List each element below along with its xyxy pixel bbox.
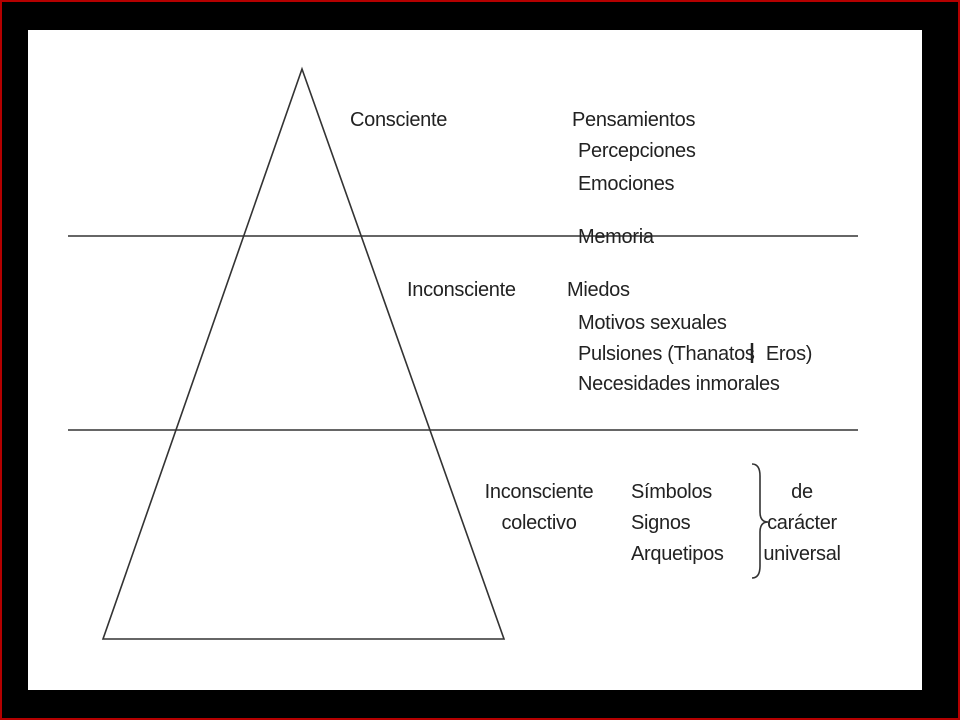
pyramid-diagram [68,66,858,640]
slide: Consciente Pensamientos Percepciones Emo… [28,30,922,690]
note-caracter: carácter [767,512,837,534]
pyramid-triangle [101,66,506,640]
note-de: de [791,481,813,503]
item-pensamientos: Pensamientos [572,109,696,131]
note-universal: universal [763,543,841,565]
item-miedos: Miedos [567,279,630,301]
pulsiones-suffix: Eros) [760,343,813,365]
item-pulsiones: Pulsiones (Thanatos Eros) [578,344,812,364]
item-signos: Signos [631,512,691,534]
item-motivos-sexuales: Motivos sexuales [578,312,727,334]
item-memoria: Memoria [578,226,654,248]
level-label-inconsciente: Inconsciente [407,279,516,301]
level-label-colectivo-line1: Inconsciente [484,481,594,503]
item-simbolos: Símbolos [631,481,712,503]
item-percepciones: Percepciones [578,140,696,162]
level-label-consciente: Consciente [350,109,448,131]
level-label-colectivo-line2: colectivo [501,512,577,534]
curly-brace [751,463,769,579]
item-emociones: Emociones [578,173,675,195]
item-necesidades-inmorales: Necesidades inmorales [578,373,780,395]
pulsiones-prefix: Pulsiones (Thanatos [578,343,755,365]
item-arquetipos: Arquetipos [631,543,724,565]
